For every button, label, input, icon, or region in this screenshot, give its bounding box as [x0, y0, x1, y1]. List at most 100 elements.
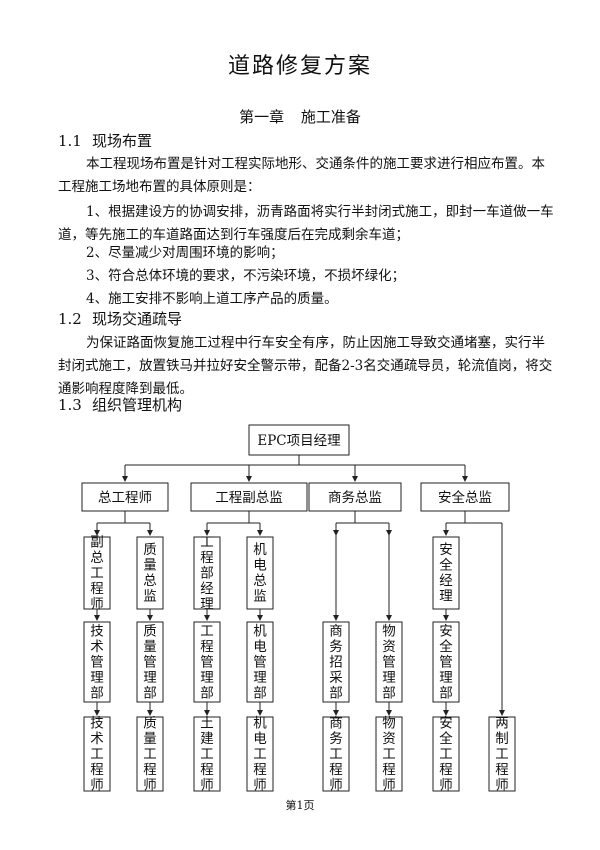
svg-text:师: 师 [143, 777, 157, 793]
svg-text:程: 程 [382, 762, 396, 778]
svg-text:管: 管 [382, 654, 396, 670]
svg-text:工: 工 [329, 746, 343, 762]
svg-text:物: 物 [382, 715, 396, 731]
svg-text:技: 技 [90, 715, 104, 731]
svg-text:制: 制 [495, 731, 509, 747]
paragraph-traffic: 为保证路面恢复施工过程中行车安全有序，防止因施工导致交通堵塞，实行半封闭式施工，… [58, 335, 553, 397]
svg-text:商: 商 [329, 715, 343, 731]
svg-text:质: 质 [143, 715, 157, 731]
svg-text:师: 师 [495, 777, 509, 793]
svg-text:术: 术 [90, 639, 104, 655]
document-title: 道路修复方案 [227, 54, 372, 79]
svg-text:工: 工 [495, 746, 509, 762]
svg-text:管: 管 [90, 654, 104, 670]
svg-text:机: 机 [253, 542, 267, 558]
svg-text:量: 量 [143, 558, 157, 574]
svg-text:监: 监 [143, 589, 157, 605]
svg-text:副: 副 [90, 534, 104, 550]
paragraph-item-3: 3、符合总体环境的要求，不污染环境，不损坏绿化； [86, 268, 406, 284]
svg-text:部: 部 [253, 685, 267, 701]
svg-text:监: 监 [253, 589, 267, 605]
svg-text:理: 理 [382, 670, 396, 686]
svg-text:商: 商 [329, 623, 343, 639]
svg-text:机: 机 [253, 715, 267, 731]
svg-text:采: 采 [329, 670, 343, 686]
svg-text:师: 师 [200, 777, 214, 793]
svg-text:理: 理 [439, 670, 453, 686]
svg-text:程: 程 [200, 639, 214, 655]
section-title: 现场交通疏导 [92, 310, 183, 328]
svg-text:两: 两 [495, 715, 509, 731]
org-box-level2: 总工程师 [81, 482, 169, 512]
paragraph-item-2: 2、尽量减少对周围环境的影响； [86, 245, 284, 261]
svg-text:全: 全 [439, 557, 453, 574]
paragraph-intro: 本工程现场布置是针对工程实际地形、交通条件的施工要求进行相应布置。本工程施工场地… [58, 156, 545, 195]
svg-text:务: 务 [329, 731, 343, 747]
svg-text:程: 程 [253, 762, 267, 778]
svg-text:程: 程 [200, 550, 214, 566]
svg-text:工: 工 [90, 746, 104, 762]
svg-text:建: 建 [200, 731, 214, 747]
svg-text:工: 工 [90, 565, 104, 581]
svg-text:土: 土 [200, 715, 214, 731]
svg-text:资: 资 [382, 639, 396, 655]
svg-text:招: 招 [329, 654, 343, 670]
svg-text:理: 理 [90, 670, 104, 686]
chapter-name: 施工准备 [300, 108, 361, 126]
svg-text:程: 程 [90, 762, 104, 778]
svg-text:理: 理 [200, 596, 214, 612]
svg-text:师: 师 [90, 596, 104, 612]
svg-text:师: 师 [382, 777, 396, 793]
svg-text:工: 工 [143, 746, 157, 762]
svg-text:程: 程 [143, 762, 157, 778]
svg-text:程: 程 [200, 762, 214, 778]
svg-text:电: 电 [253, 558, 267, 574]
svg-text:电: 电 [253, 639, 267, 655]
svg-text:机: 机 [253, 623, 267, 639]
svg-text:部: 部 [90, 685, 104, 701]
svg-text:工程副总监: 工程副总监 [215, 490, 283, 506]
section-number: 1.1 [58, 132, 82, 150]
svg-text:质: 质 [143, 623, 157, 639]
svg-text:程: 程 [495, 762, 509, 778]
svg-text:师: 师 [90, 777, 104, 793]
svg-text:经: 经 [439, 573, 453, 589]
svg-text:商务总监: 商务总监 [328, 490, 382, 506]
section-number: 1.3 [58, 396, 82, 414]
svg-text:技: 技 [90, 623, 104, 639]
svg-text:安全总监: 安全总监 [438, 489, 492, 506]
org-box-level2: 工程副总监 [190, 482, 308, 512]
svg-text:理: 理 [143, 670, 157, 686]
svg-text:师: 师 [439, 777, 453, 793]
svg-text:理: 理 [200, 670, 214, 686]
svg-text:总: 总 [253, 573, 267, 589]
chapter-number: 第一章 [239, 108, 285, 126]
svg-text:理: 理 [253, 670, 267, 686]
svg-text:术: 术 [90, 731, 104, 747]
svg-text:务: 务 [329, 639, 343, 655]
svg-text:部: 部 [329, 685, 343, 701]
svg-text:工: 工 [200, 534, 214, 550]
svg-text:管: 管 [200, 654, 214, 670]
svg-text:部: 部 [382, 685, 396, 701]
svg-text:部: 部 [200, 565, 214, 581]
svg-text:程: 程 [439, 762, 453, 778]
svg-text:工: 工 [200, 623, 214, 639]
svg-text:质: 质 [143, 542, 157, 558]
